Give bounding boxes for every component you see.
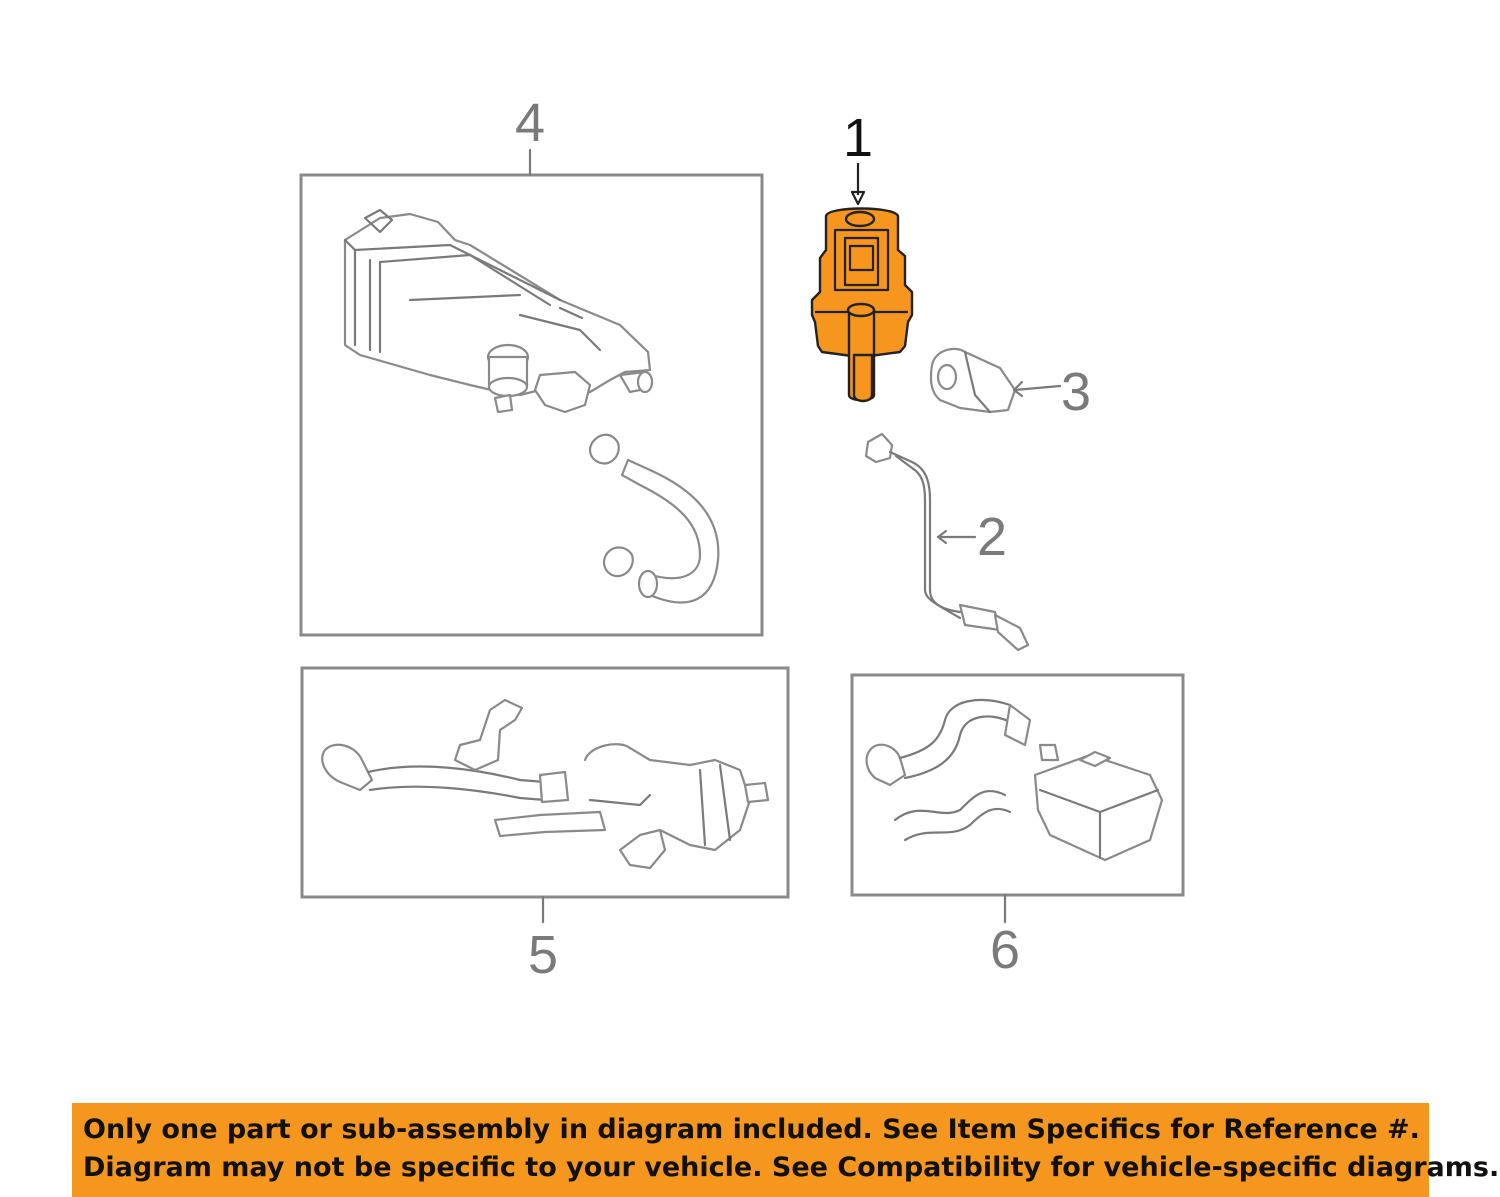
callout-4[interactable]: 4 [515,93,545,153]
callout-6[interactable]: 6 [990,920,1020,980]
panel-4-canister: 4 [299,93,764,637]
disclaimer-line-2: Diagram may not be specific to your vehi… [83,1152,1500,1183]
callout-3[interactable]: 3 [1061,362,1091,422]
part-1-highlighted-valve[interactable]: 1 [810,108,914,403]
disclaimer-line-1: Only one part or sub-assembly in diagram… [83,1114,1420,1145]
part-3-connector: 3 [929,347,1091,422]
panel-5-purge-assembly: 5 [300,666,790,985]
part-2-oxygen-sensor: 2 [864,432,1030,652]
callout-5[interactable]: 5 [528,925,558,985]
callout-1[interactable]: 1 [843,108,873,168]
callout-2[interactable]: 2 [977,507,1007,567]
panel-6-hose-module: 6 [850,673,1185,980]
disclaimer-banner: Only one part or sub-assembly in diagram… [72,1103,1500,1197]
